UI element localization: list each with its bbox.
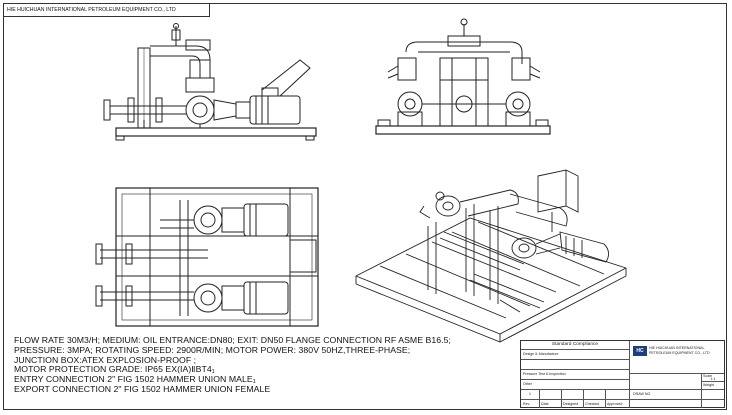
side-motor <box>249 95 301 125</box>
side-top-manifold <box>150 45 211 78</box>
tb-standard-label: Standard Compliance <box>551 342 599 347</box>
side-base-frame <box>115 127 317 137</box>
drawing-frame <box>3 3 727 410</box>
tb-designed-label: Designed <box>563 402 579 406</box>
specifications-block: FLOW RATE 30M3/H; MEDIUM: OIL ENTRANCE:D… <box>14 335 534 395</box>
iso-lower-pump <box>511 237 537 259</box>
plan-lower-pump <box>193 283 223 313</box>
spec-line-flow: FLOW RATE 30M3/H; MEDIUM: OIL ENTRANCE:D… <box>14 335 451 345</box>
iso-column-left <box>427 222 437 294</box>
side-gauge-dial <box>173 23 179 29</box>
side-view <box>103 23 317 141</box>
side-junction-box <box>261 59 311 97</box>
tb-company-line2: PETROLEUM EQUIPMENT CO., LTD <box>649 351 710 355</box>
iso-junction-box <box>537 169 579 213</box>
company-logo-text: HC <box>636 348 644 354</box>
side-base-foot-left <box>115 135 125 141</box>
tb-pressure-label: Pressure Test & Inspection <box>523 372 566 376</box>
iso-base-rail-front <box>355 267 627 335</box>
plan-junction-box <box>289 239 317 273</box>
plan-inlet-flange-upper <box>95 243 103 265</box>
side-inlet-flange <box>103 99 111 121</box>
plan-outer-frame <box>115 187 319 327</box>
side-pump-volute <box>185 95 215 125</box>
tb-rev-value: 1 <box>529 392 531 396</box>
front-gauge <box>460 18 468 26</box>
side-top-elbow <box>185 39 211 51</box>
tb-checked-label: Checked <box>585 402 600 406</box>
tb-date-label: Date <box>541 402 549 406</box>
tb-rev-label: Rev. <box>523 402 531 406</box>
plan-upper-motor <box>243 203 289 237</box>
tb-approved-label: Approved <box>607 402 623 406</box>
spec-line-export: EXPORT CONNECTION 2" FIG 1502 HAMMER UNI… <box>14 383 271 394</box>
side-valve-body <box>185 77 215 93</box>
spec-line-entry: ENTRY CONNECTION 2" FIG 1502 HAMMER UNIO… <box>14 374 256 385</box>
iso-upper-motor <box>509 193 568 227</box>
iso-lower-motor <box>559 231 609 263</box>
plan-lower-motor <box>243 281 289 315</box>
spec-line-pressure: PRESSURE: 3MPA; ROTATING SPEED: 2900R/MI… <box>14 344 411 355</box>
tb-scale-value: 1:1 <box>710 377 716 381</box>
title-block: Standard Compliance Design & Manufacture… <box>520 340 725 408</box>
plan-upper-pump <box>193 205 223 235</box>
spec-line-protection: MOTOR PROTECTION GRADE: IP65 EX(IA)ⅡBT4₁ <box>14 364 215 375</box>
tb-company-line1: HIE HUICHUAN INTERNATIONAL <box>649 346 705 350</box>
company-logo: HC <box>633 346 647 356</box>
side-base-foot-right <box>305 135 315 141</box>
front-view <box>375 18 551 135</box>
plan-view <box>95 187 319 327</box>
iso-base-rail-back <box>355 217 627 277</box>
tb-draw-no-label: DRAW NO. <box>633 392 652 396</box>
tb-weight-label: Weight <box>703 383 715 387</box>
plan-inlet-flange-lower <box>95 285 103 307</box>
isometric-view <box>355 169 627 343</box>
company-header: HIE HUICHUAN INTERNATIONAL PETROLEUM EQU… <box>4 4 210 17</box>
tb-scale-label: Scale <box>703 374 712 378</box>
side-coupling <box>213 99 237 121</box>
spec-line-junction: JUNCTION BOX:ATEX EXPLOSION-PROOF ; <box>14 354 197 365</box>
tb-design-label: Design & Manufacture <box>523 352 559 356</box>
iso-column-center <box>465 204 475 296</box>
front-base-frame <box>375 125 551 135</box>
iso-upper-pump <box>435 195 461 217</box>
side-top-gauge <box>171 29 181 41</box>
front-top-header <box>405 41 523 64</box>
front-center-rack <box>439 57 489 127</box>
tb-other-label: Other <box>523 382 532 386</box>
